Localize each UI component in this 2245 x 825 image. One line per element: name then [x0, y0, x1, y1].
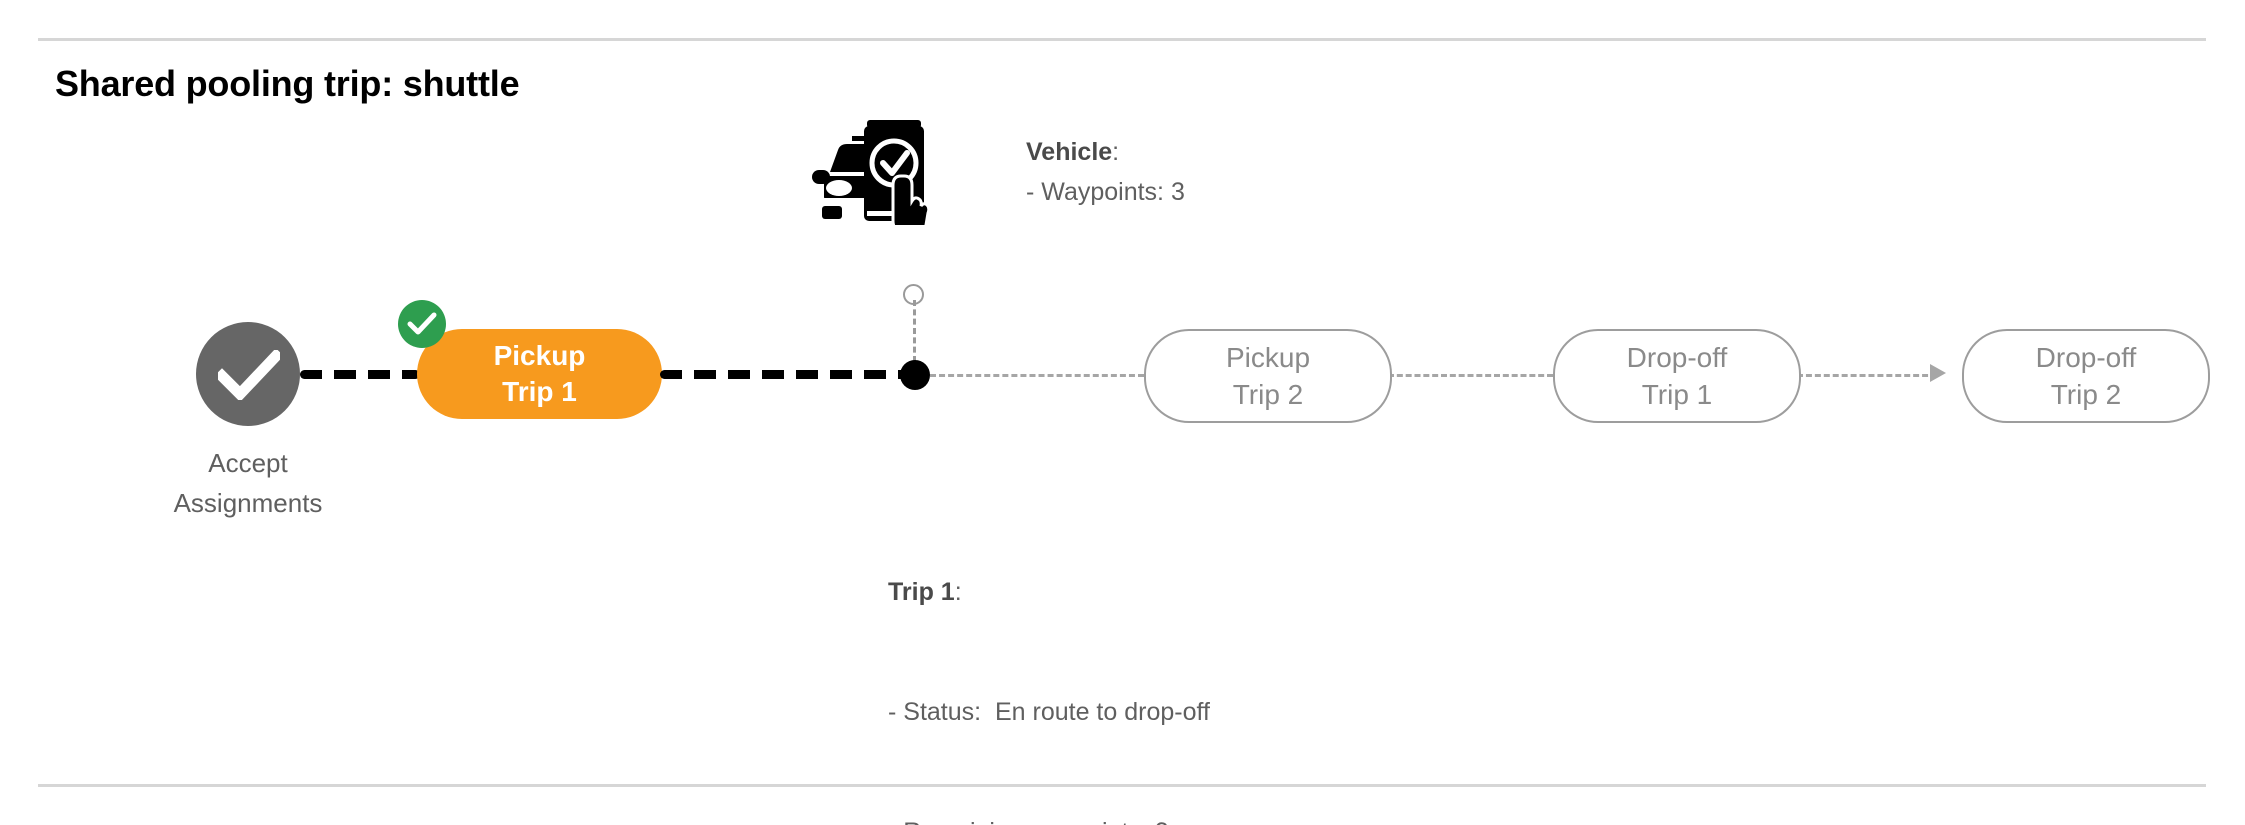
vehicle-stem-connector [913, 300, 916, 362]
connector-vehicle-to-pickup2 [930, 374, 1144, 377]
trip-1-status: - Status: En route to drop-off [888, 698, 1210, 726]
accept-assignments-node[interactable] [196, 322, 300, 426]
vehicle-info-heading-colon: : [1112, 138, 1120, 166]
step-dropoff-trip-2[interactable]: Drop-off Trip 2 [1962, 329, 2210, 423]
connector-arrow-icon [1930, 364, 1946, 382]
accept-assignments-label-line1: Accept [208, 448, 288, 478]
trip-details: Trip 1: - Status: En route to drop-off -… [888, 492, 1210, 825]
accept-assignments-label: Accept Assignments [108, 443, 388, 523]
vehicle-position-dot [900, 360, 930, 390]
step-dropoff-trip-1-line1: Drop-off [1626, 342, 1728, 373]
connector-pickup1-to-vehicle [660, 370, 920, 379]
step-pickup-trip-1-line2: Trip 1 [502, 376, 577, 407]
connector-start-to-pickup1 [300, 370, 420, 379]
check-badge-icon [398, 300, 446, 348]
trip-1-heading: Trip 1: [888, 572, 1210, 612]
step-dropoff-trip-1-line2: Trip 1 [1641, 379, 1713, 410]
step-pickup-trip-2-line2: Trip 2 [1232, 379, 1304, 410]
vehicle-info-heading: Vehicle: [1026, 132, 1185, 172]
car-phone-check-icon [812, 120, 931, 233]
accept-assignments-label-line2: Assignments [173, 488, 323, 518]
trip-1-waypoints: - Remaining waypoints: 2 [888, 812, 1210, 825]
page-title: Shared pooling trip: shuttle [55, 63, 520, 104]
trip-1-heading-text: Trip 1 [888, 578, 955, 606]
bottom-divider [38, 784, 2206, 787]
vehicle-info: Vehicle: - Waypoints: 3 [1026, 132, 1185, 212]
step-dropoff-trip-2-line2: Trip 2 [2050, 379, 2122, 410]
connector-dropoff1-to-dropoff2 [1797, 374, 1937, 377]
connector-pickup2-to-dropoff1 [1388, 374, 1553, 377]
step-pickup-trip-1[interactable]: Pickup Trip 1 [417, 329, 662, 419]
step-pickup-trip-1-line1: Pickup [493, 340, 586, 371]
step-pickup-trip-2-line1: Pickup [1225, 342, 1311, 373]
vehicle-info-heading-text: Vehicle [1026, 138, 1113, 166]
vehicle-info-waypoints: - Waypoints: 3 [1026, 178, 1185, 206]
step-dropoff-trip-2-line1: Drop-off [2035, 342, 2137, 373]
step-pickup-trip-2[interactable]: Pickup Trip 2 [1144, 329, 1392, 423]
top-divider [38, 38, 2206, 41]
step-dropoff-trip-1[interactable]: Drop-off Trip 1 [1553, 329, 1801, 423]
trip-1-heading-colon: : [954, 578, 962, 606]
